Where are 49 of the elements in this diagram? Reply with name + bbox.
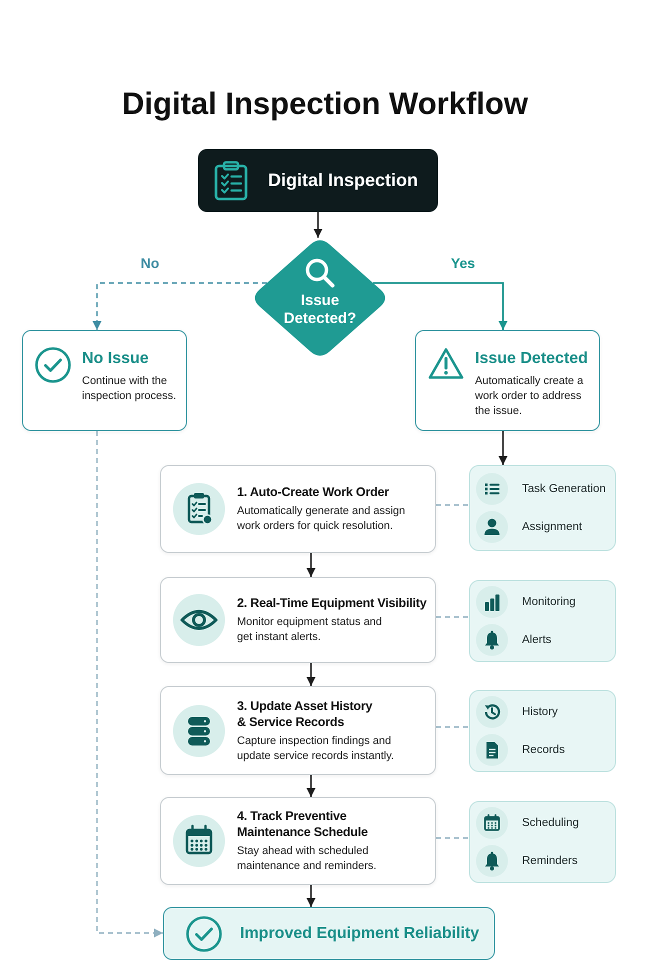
- node-title: Improved Equipment Reliability: [240, 924, 480, 942]
- node-title: 2. Real-Time Equipment Visibility: [237, 595, 427, 611]
- step-card: [160, 577, 436, 663]
- feature-label: Alerts: [522, 634, 552, 646]
- node-title: 4. Track Preventive Maintenance Schedule: [237, 808, 369, 840]
- connector-line: [436, 726, 469, 728]
- process-box: [198, 149, 438, 212]
- outcome-box: [163, 907, 495, 960]
- outcome-card: [22, 330, 187, 431]
- arrow: [96, 431, 163, 938]
- arrow: [306, 775, 316, 797]
- feature-panel: [469, 801, 616, 883]
- node-text: Automatically create a work order to address the issue.: [475, 374, 584, 419]
- feature-label: History: [522, 706, 558, 718]
- arrow: [306, 553, 316, 577]
- node-title: 3. Update Asset History & Service Records: [237, 698, 374, 730]
- connector-line: [436, 837, 469, 839]
- feature-panel: [469, 580, 616, 662]
- arrow: [373, 282, 508, 330]
- feature-label: Scheduling: [522, 817, 579, 830]
- connector-line: [436, 504, 469, 506]
- step-card: [160, 686, 436, 775]
- node-title: Digital Inspection: [268, 170, 418, 191]
- arrow: [314, 212, 322, 238]
- feature-panel: [469, 465, 616, 551]
- feature-label: Monitoring: [522, 596, 576, 608]
- node-title: 1. Auto-Create Work Order: [237, 484, 390, 500]
- feature-label: Reminders: [522, 854, 578, 867]
- node-text: Monitor equipment status and get instant alerts.: [237, 615, 383, 645]
- node-text: Automatically generate and assign work orders for quick resolution.: [237, 504, 406, 534]
- node-text: Stay ahead with scheduled maintenance and reminders.: [237, 844, 378, 874]
- arrow: [498, 431, 508, 465]
- step-card: [160, 465, 436, 553]
- feature-panel: [469, 690, 616, 772]
- arrow: [306, 663, 316, 686]
- feature-label: Assignment: [522, 521, 582, 534]
- feature-label: Task Generation: [522, 482, 606, 495]
- arrow: [306, 885, 316, 907]
- outcome-card: [415, 330, 600, 431]
- node-text: Capture inspection findings and update service records instantly.: [237, 734, 395, 764]
- step-card: [160, 797, 436, 885]
- node-title: Issue Detected?: [282, 292, 358, 328]
- connector-line: [436, 616, 469, 618]
- node-title: Issue Detected: [475, 349, 589, 368]
- node-title: No Issue: [82, 349, 150, 368]
- title: Digital Inspection Workflow: [122, 86, 528, 122]
- node-text: Continue with the inspection process.: [82, 374, 178, 404]
- arrow: [92, 282, 267, 330]
- feature-label: Records: [522, 744, 565, 756]
